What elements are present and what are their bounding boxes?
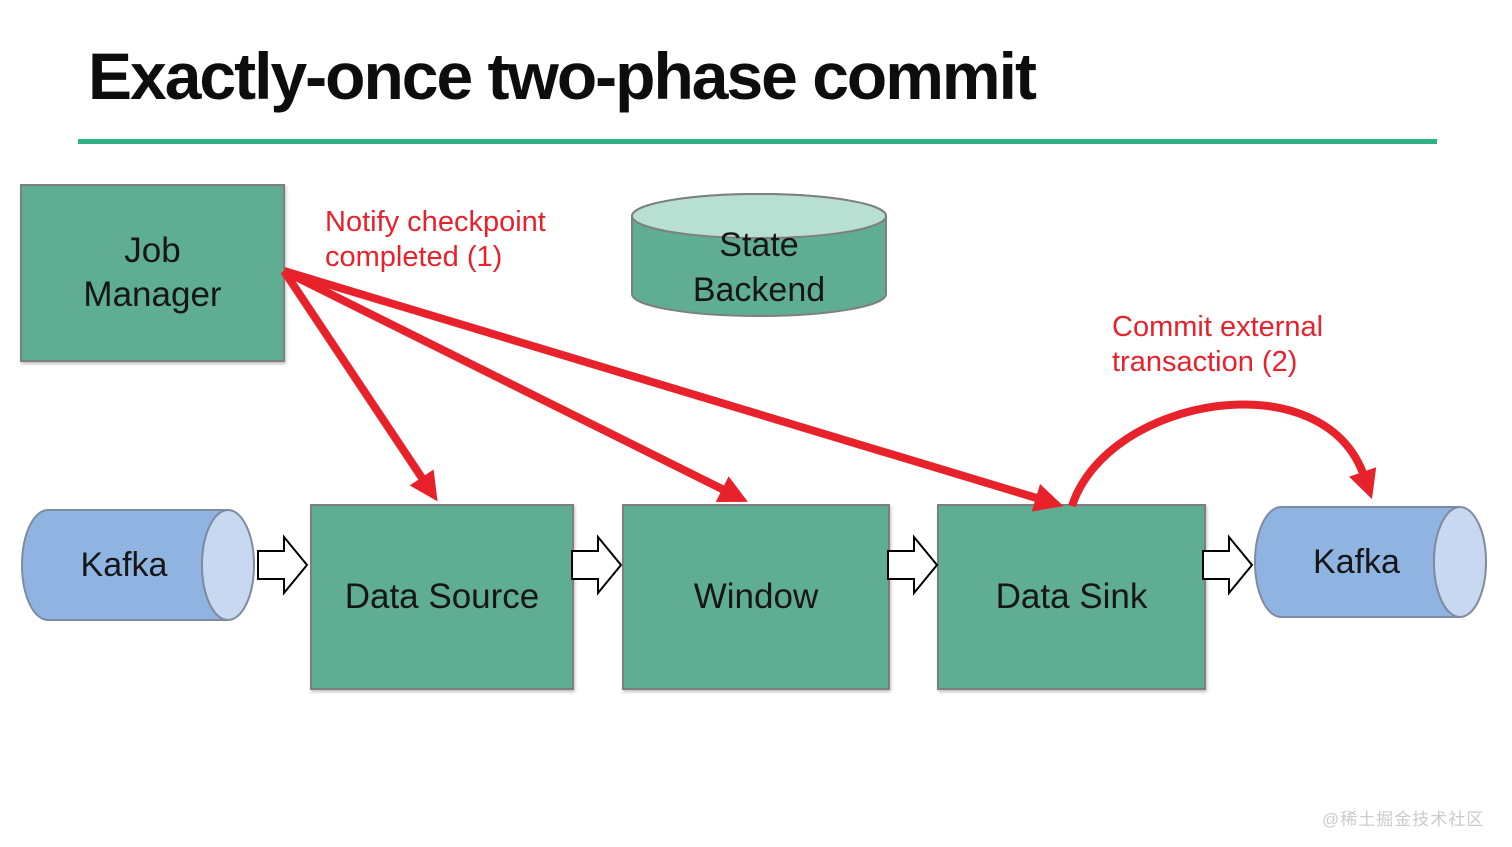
- title-underline: [78, 139, 1437, 144]
- block-arrow-kafka-to-datasource: [257, 534, 309, 596]
- node-kafka-sink-label: Kafka: [1313, 542, 1400, 581]
- block-arrow-datasource-to-window: [571, 534, 623, 596]
- red-arrow-jobmanager-to-datasource: [280, 268, 438, 502]
- node-job-manager-label: Job Manager: [83, 231, 222, 314]
- block-arrow-datasink-to-kafka: [1202, 534, 1254, 596]
- node-window-label: Window: [693, 577, 819, 616]
- annotation-notify-checkpoint: Notify checkpoint completed (1): [325, 206, 546, 274]
- block-arrow-window-to-datasink: [887, 534, 939, 596]
- node-kafka-source-label: Kafka: [80, 545, 168, 584]
- node-window: Window: [622, 504, 890, 690]
- node-data-sink: Data Sink: [937, 504, 1206, 690]
- node-kafka-sink: Kafka: [1253, 505, 1488, 619]
- node-kafka-source: Kafka: [20, 508, 256, 622]
- node-data-source-label: Data Source: [344, 577, 540, 616]
- page-title: Exactly-once two-phase commit: [88, 39, 1037, 113]
- red-curved-arrow-datasink-to-kafka: [1068, 400, 1377, 508]
- watermark: @稀土掘金技术社区: [1322, 810, 1485, 829]
- node-data-sink-label: Data Sink: [995, 577, 1148, 616]
- annotation-commit-external: Commit external transaction (2): [1112, 311, 1324, 379]
- queue-cylinder-icon: [1254, 506, 1487, 618]
- node-state-backend-label: State Backend: [692, 225, 826, 309]
- node-data-source: Data Source: [310, 504, 574, 690]
- node-job-manager: Job Manager: [20, 184, 285, 362]
- node-state-backend: State Backend: [630, 192, 888, 319]
- queue-cylinder-icon: [21, 509, 255, 621]
